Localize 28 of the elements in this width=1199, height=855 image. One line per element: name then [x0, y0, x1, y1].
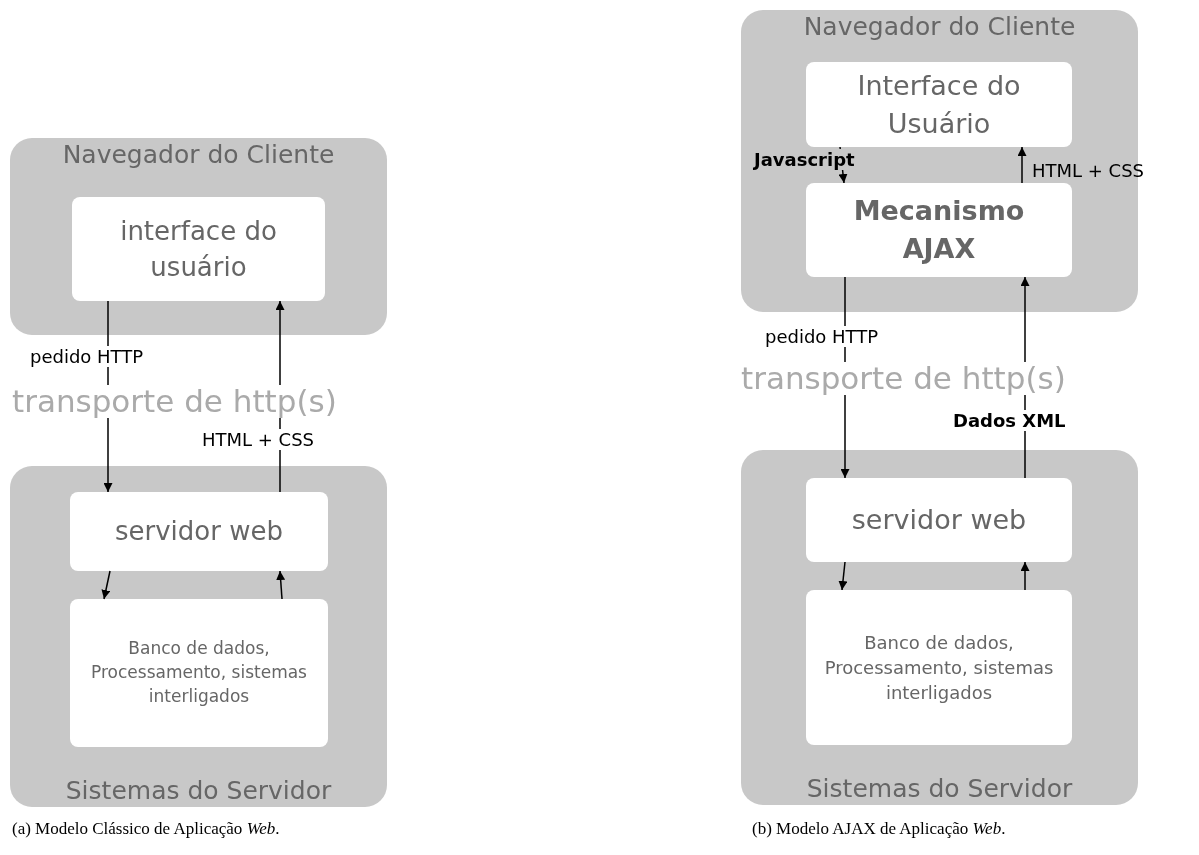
- transport-layer-label: transporte de http(s): [12, 385, 337, 418]
- group-panel: [10, 466, 387, 807]
- process-box: servidor web: [70, 492, 328, 571]
- group-title: Navegador do Cliente: [802, 12, 1077, 41]
- group-panel: [741, 450, 1138, 805]
- process-box: Interface do Usuário: [806, 62, 1072, 147]
- arrow: [1017, 146, 1027, 184]
- figure-caption: (a) Modelo Clássico de Aplicação Web.: [12, 818, 281, 840]
- figure-caption: (b) Modelo AJAX de Aplicação Web.: [752, 818, 1007, 840]
- process-box: Banco de dados, Processamento, sistemas interligados: [70, 599, 328, 747]
- edge-label: pedido HTTP: [28, 346, 146, 367]
- transport-layer-label: transporte de http(s): [741, 362, 1066, 395]
- group-title: Sistemas do Servidor: [64, 776, 333, 805]
- edge-label: Dados XML: [951, 410, 1068, 431]
- arrow: [1020, 561, 1030, 591]
- arrow: [838, 561, 848, 591]
- arrow: [276, 570, 286, 600]
- group-panel: [10, 138, 387, 335]
- process-box: servidor web: [806, 478, 1072, 562]
- edge-label: pedido HTTP: [763, 326, 881, 347]
- arrow: [101, 570, 111, 600]
- edge-label: Javascript: [752, 149, 857, 170]
- group-title: Navegador do Cliente: [61, 140, 336, 169]
- process-box: Mecanismo AJAX: [806, 183, 1072, 277]
- process-box: interface do usuário: [72, 197, 325, 301]
- process-box: Banco de dados, Processamento, sistemas interligados: [806, 590, 1072, 745]
- group-title: Sistemas do Servidor: [805, 774, 1074, 803]
- edge-label: HTML + CSS: [1031, 160, 1146, 181]
